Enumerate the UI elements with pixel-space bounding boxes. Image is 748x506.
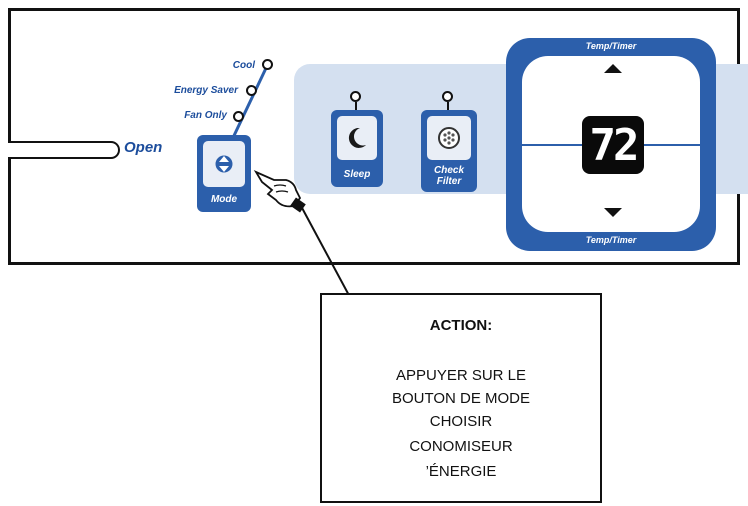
mode-label-cool: Cool <box>232 60 255 71</box>
up-down-arrows-icon <box>215 155 233 173</box>
temp-up-arrow-icon[interactable] <box>604 64 622 73</box>
check-filter-button[interactable]: Check Filter <box>421 110 477 192</box>
sleep-button-face <box>337 116 377 160</box>
sleep-indicator-led <box>350 91 361 102</box>
filter-indicator-led <box>442 91 453 102</box>
action-callout: ACTION: APPUYER SUR LE BOUTON DE MODE CH… <box>320 293 602 503</box>
action-line-2: BOUTON DE MODE <box>391 390 531 407</box>
action-line-1: APPUYER SUR LE <box>395 367 527 384</box>
check-filter-label-line2: Filter <box>436 176 462 187</box>
filter-icon <box>438 127 460 149</box>
action-line-5: ’ÉNERGIE <box>425 463 497 480</box>
action-line-3: CHOISIR <box>429 413 493 430</box>
moon-icon <box>348 127 366 148</box>
open-label: Open <box>124 139 163 156</box>
sleep-button-label: Sleep <box>343 169 371 180</box>
energy-saver-indicator-led <box>246 85 257 96</box>
open-latch[interactable] <box>8 141 120 159</box>
mode-button-face <box>203 141 245 187</box>
pointing-hand-icon <box>253 170 306 213</box>
temperature-display: 72 <box>582 116 644 174</box>
check-filter-button-face <box>427 116 471 160</box>
fan-only-indicator-led <box>233 111 244 122</box>
mode-label-fan-only: Fan Only <box>184 110 227 121</box>
temp-timer-label-top: Temp/Timer <box>585 41 637 51</box>
temp-timer-control: Temp/Timer 72 Temp/Timer <box>506 38 716 251</box>
action-title: ACTION: <box>429 317 493 334</box>
temp-timer-inner: 72 <box>522 56 700 232</box>
cool-indicator-led <box>262 59 273 70</box>
mode-indicator-line <box>229 65 269 143</box>
mode-button-label: Mode <box>210 194 238 205</box>
action-line-4: CONOMISEUR <box>409 438 513 455</box>
sleep-button[interactable]: Sleep <box>331 110 383 187</box>
mode-label-energy-saver: Energy Saver <box>174 85 238 96</box>
temp-timer-label-bottom: Temp/Timer <box>585 235 637 245</box>
temp-down-arrow-icon[interactable] <box>604 208 622 217</box>
mode-button[interactable]: Mode <box>197 135 251 212</box>
check-filter-label-line1: Check <box>433 165 464 176</box>
